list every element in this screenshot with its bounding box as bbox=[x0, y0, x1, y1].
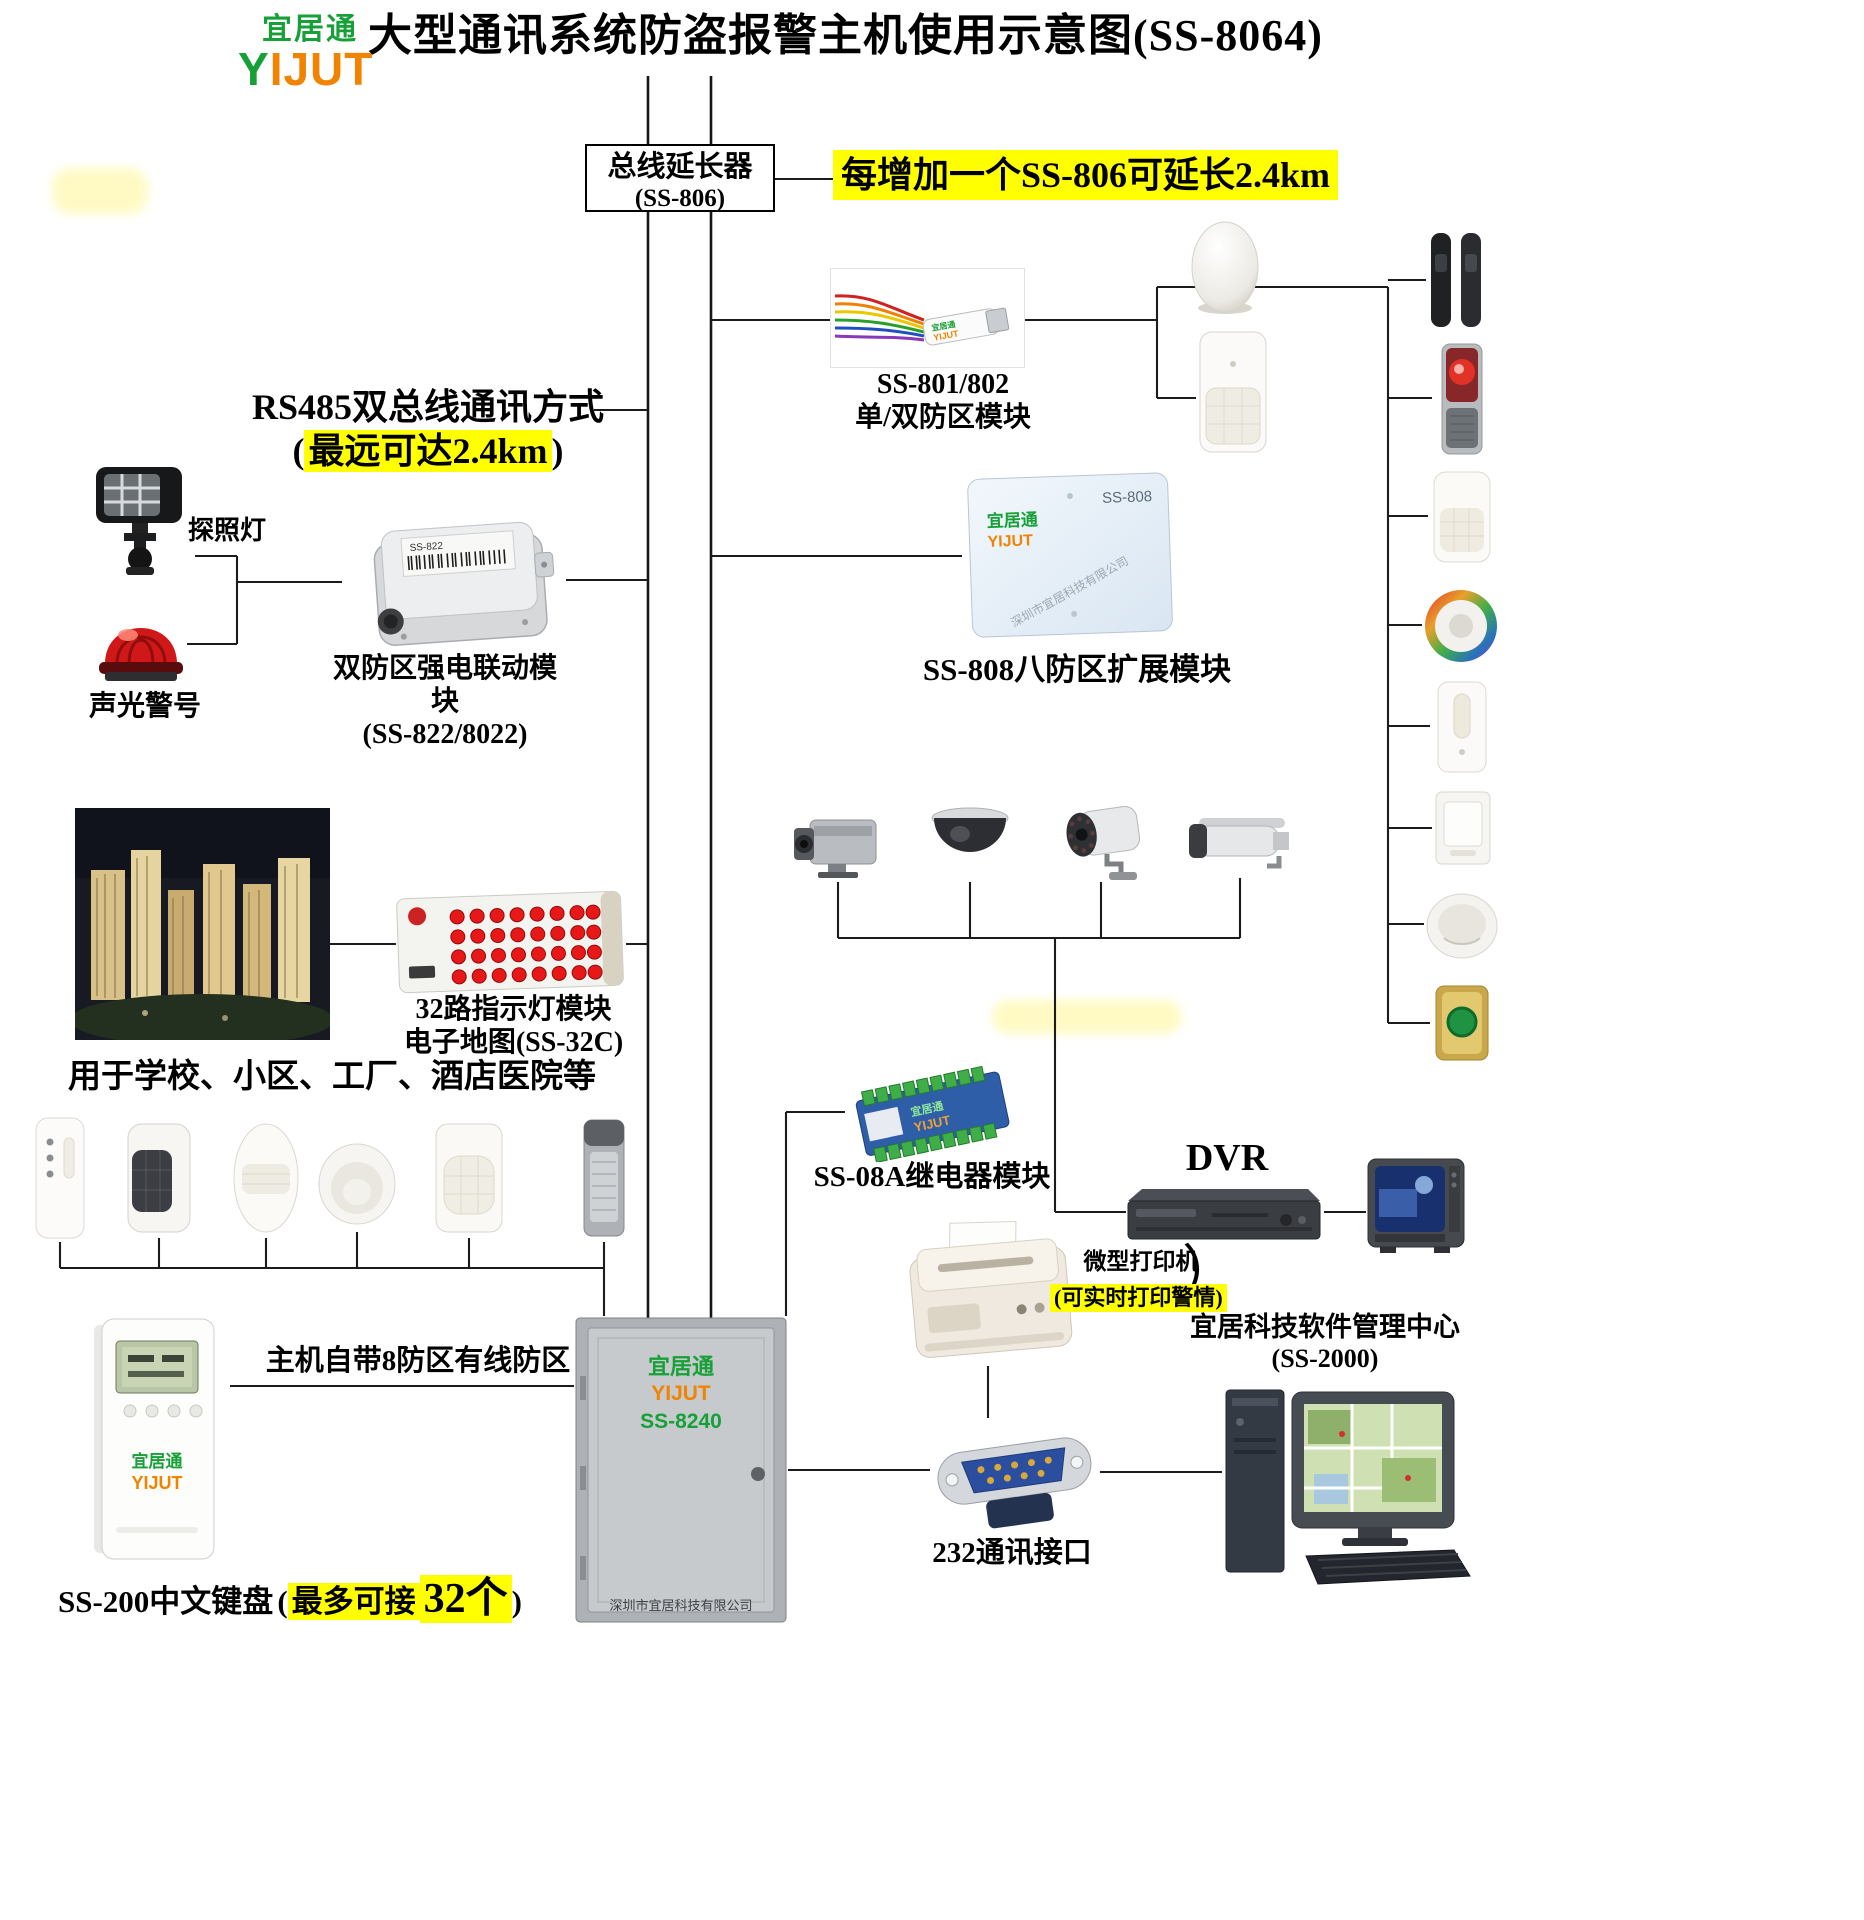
ss801-label-line2: 单/双防区模块 bbox=[855, 402, 1031, 434]
dome-camera-image bbox=[926, 802, 1014, 882]
wall-switch-image bbox=[1432, 788, 1494, 868]
keypad-brand-en: YIJUT bbox=[131, 1473, 182, 1493]
dvr-image bbox=[1126, 1183, 1324, 1245]
curtain-sensor-image bbox=[28, 1116, 92, 1242]
keypad-label-open: ( bbox=[277, 1584, 288, 1619]
outdoor-sensor-image bbox=[570, 1116, 638, 1242]
ss822-module-image: SS-822 bbox=[342, 505, 567, 655]
bus-extender-box: 总线延长器 (SS-806) bbox=[585, 144, 775, 212]
mgmt-center-name: 宜居科技软件管理中心 bbox=[1190, 1312, 1460, 1342]
siren-label: 声光警号 bbox=[88, 691, 201, 722]
rs485-range: 最远可达2.4km bbox=[304, 430, 552, 472]
dvr-label: DVR bbox=[1185, 1137, 1269, 1179]
ss808-brand-cn: 宜居通 bbox=[986, 509, 1038, 531]
box-camera-image bbox=[788, 806, 888, 882]
led32-label-line2: 电子地图(SS-32C) bbox=[403, 1027, 624, 1059]
mainbox-brand-cn: 宜居通 bbox=[648, 1354, 714, 1379]
extend-note: 每增加一个SS-806可延长2.4km bbox=[833, 150, 1339, 201]
ss08a-module-image: 宜居通 YIJUT bbox=[845, 1060, 1017, 1162]
main-control-box-image: 宜居通 YIJUT SS-8240 深圳市宜居科技有限公司 bbox=[574, 1316, 788, 1624]
monitor-tv-image bbox=[1366, 1155, 1466, 1257]
keypad-label-hl: 最多可接 bbox=[287, 1583, 420, 1620]
curtain-detector-image bbox=[1430, 678, 1494, 776]
bullet-camera-image bbox=[1185, 806, 1297, 878]
branch-lines bbox=[58, 177, 1432, 1474]
led32-label: 32路指示灯模块 电子地图(SS-32C) bbox=[396, 993, 631, 1059]
ss801-label: SS-801/802 单/双防区模块 bbox=[828, 368, 1058, 434]
ss801-brand-en: YIJUT bbox=[932, 328, 959, 342]
rs485-close: ) bbox=[551, 431, 564, 471]
printer-note: (可实时打印警情) bbox=[1050, 1284, 1227, 1312]
pir-sensor-egg-image bbox=[230, 1120, 302, 1238]
brand-logo-en: YIJUT bbox=[238, 43, 374, 95]
sound-light-siren-image bbox=[95, 602, 187, 687]
pir-detector-image bbox=[1196, 330, 1271, 455]
bus-lines bbox=[646, 76, 713, 1318]
keypad-label-name: SS-200中文键盘 bbox=[58, 1584, 274, 1619]
management-computer-image bbox=[1222, 1378, 1477, 1593]
rs485-open: ( bbox=[292, 431, 305, 471]
building-complex-photo bbox=[75, 808, 330, 1040]
led32-module-image bbox=[396, 885, 626, 997]
strobe-siren-image bbox=[1432, 340, 1492, 458]
ss801-label-line1: SS-801/802 bbox=[876, 369, 1010, 400]
mainbox-brand-en: YIJUT bbox=[651, 1382, 711, 1405]
ss808-module-image: 宜居通 YIJUT SS-808 深圳市宜居科技有限公司 bbox=[962, 462, 1180, 644]
bus-extender-model: (SS-806) bbox=[634, 185, 726, 212]
rs485-note-sub: (最远可达2.4km) bbox=[268, 430, 588, 472]
bus-extender-name: 总线延长器 bbox=[607, 151, 753, 183]
pir-right-image bbox=[1428, 468, 1496, 566]
ss822-sticker-text: SS-822 bbox=[409, 541, 443, 554]
round-siren-image bbox=[1422, 585, 1500, 667]
mainbox-model-text: SS-8240 bbox=[640, 1410, 722, 1433]
rs232-label: 232通讯接口 bbox=[932, 1537, 1092, 1569]
ceiling-pir-image bbox=[316, 1136, 398, 1232]
mgmt-center-model: (SS-2000) bbox=[1271, 1343, 1379, 1373]
keypad-brand-cn: 宜居通 bbox=[132, 1451, 183, 1471]
wired-zones-note: 主机自带8防区有线防区 bbox=[265, 1345, 571, 1377]
ss822-label: 双防区强电联动模块 (SS-822/8022) bbox=[320, 652, 570, 751]
searchlight-image bbox=[90, 465, 195, 577]
dome-detector-image bbox=[1188, 220, 1263, 315]
watermark-smudge bbox=[52, 168, 148, 214]
smoke-detector-image bbox=[1424, 886, 1500, 964]
ir-camera-image bbox=[1055, 800, 1147, 882]
brand-logo: 宜居通 YIJUT bbox=[238, 4, 388, 92]
ss822-label-line2: (SS-822/8022) bbox=[362, 719, 528, 751]
ss822-label-line1: 双防区强电联动模块 bbox=[332, 653, 557, 718]
usage-note: 用于学校、小区、工厂、酒店医院等 bbox=[68, 1059, 596, 1095]
mgmt-center-label: 宜居科技软件管理中心 (SS-2000) bbox=[1185, 1312, 1465, 1375]
watermark-smudge bbox=[992, 1000, 1182, 1034]
pir-sensor-dark-lens-image bbox=[120, 1120, 198, 1238]
ss801-module-image: 宜居通 YIJUT bbox=[830, 268, 1025, 368]
beam-detector-image bbox=[1425, 228, 1490, 333]
mainbox-company-text: 深圳市宜居科技有限公司 bbox=[609, 1598, 752, 1613]
page-title: 大型通讯系统防盗报警主机使用示意图(SS-8064) bbox=[368, 11, 1323, 60]
rs232-connector-image bbox=[930, 1415, 1100, 1535]
searchlight-label: 探照灯 bbox=[187, 516, 266, 545]
ss808-brand-en: YIJUT bbox=[987, 532, 1033, 551]
pir-sensor-white-image bbox=[430, 1120, 508, 1238]
printer-label: 微型打印机 bbox=[1083, 1249, 1199, 1274]
emergency-button-image bbox=[1430, 982, 1494, 1064]
brand-logo-cn: 宜居通 bbox=[262, 13, 358, 46]
mini-printer-image bbox=[900, 1218, 1080, 1366]
keypad-image: 宜居通 YIJUT bbox=[82, 1315, 230, 1565]
ss808-label: SS-808八防区扩展模块 bbox=[922, 652, 1232, 687]
ss808-model-text: SS-808 bbox=[1102, 488, 1153, 507]
ss801-brand-cn: 宜居通 bbox=[931, 319, 956, 333]
keypad-label-count: 32个 bbox=[419, 1575, 512, 1623]
keypad-label-close: ) bbox=[511, 1584, 522, 1619]
led32-label-line1: 32路指示灯模块 bbox=[415, 994, 612, 1025]
rs485-note-title: RS485双总线通讯方式 bbox=[251, 387, 605, 427]
ss08a-label: SS-08A继电器模块 bbox=[813, 1161, 1051, 1193]
